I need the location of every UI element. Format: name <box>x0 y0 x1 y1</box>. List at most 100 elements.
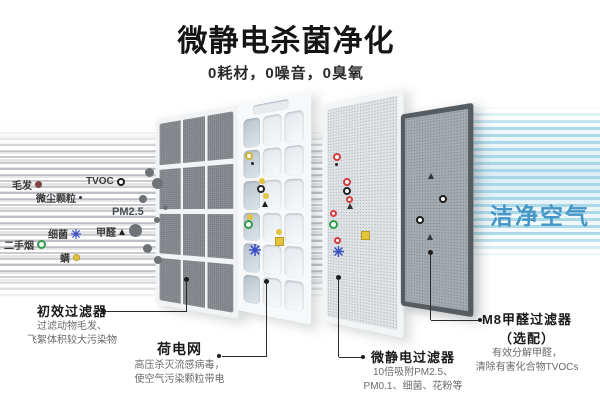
pm-ring-icon <box>343 178 351 186</box>
pm-ring-icon <box>333 153 341 161</box>
pollutant-text: 螨 <box>60 254 70 265</box>
hair-dot-icon <box>35 181 42 188</box>
dust-particle <box>139 195 147 203</box>
connector-dot <box>336 275 341 280</box>
panel-cell <box>243 116 261 148</box>
dust-particle <box>154 256 162 264</box>
filter-name: 初效过滤器 <box>36 304 107 319</box>
dust-particle <box>145 168 154 177</box>
mite-dot-icon <box>73 254 80 261</box>
mite-dot-icon <box>259 178 265 184</box>
tvoc-ring-icon <box>343 187 351 195</box>
formaldehyde-triangle-icon <box>262 201 268 207</box>
mite-dot-icon <box>263 193 269 199</box>
mite-dot-icon <box>247 214 253 220</box>
panel-cell <box>243 273 261 305</box>
pollutant-label-dust: 微尘颗粒 <box>36 190 82 205</box>
dust-dot-icon <box>335 163 338 166</box>
formaldehyde-triangle-icon <box>427 234 433 240</box>
filter-desc: 飞絮体积较大污染物 <box>27 335 117 346</box>
smoke-ring-icon <box>329 220 338 229</box>
pollutant-text: 甲醛 <box>96 228 116 239</box>
pm-ring-icon <box>330 210 337 217</box>
filter-name-optional: （选配） <box>498 331 555 346</box>
connector-line <box>222 356 267 357</box>
formaldehyde-triangle-icon <box>119 228 125 235</box>
filter-panel-charging-net <box>237 91 312 325</box>
dust-dot-icon <box>79 196 82 199</box>
filter-panel-primary <box>155 104 239 320</box>
primary-mesh-grid <box>159 111 234 313</box>
filter-name: M8甲醛过滤器 <box>481 312 573 327</box>
panel-cell <box>284 143 304 177</box>
tvoc-ring-icon <box>257 185 265 193</box>
panel-cell <box>263 146 282 178</box>
pollutant-text: PM2.5 <box>112 206 144 218</box>
tvoc-ring-icon <box>439 195 447 203</box>
filter-label-m8: M8甲醛过滤器 （选配） 有效分解甲醛， 清除有害化合物TVOCs <box>464 309 590 375</box>
dust-particle <box>163 205 168 210</box>
panel-cell <box>284 178 304 210</box>
smoke-ring-icon <box>37 240 46 249</box>
dust-particle <box>154 217 160 223</box>
pollutant-text: TVOC <box>86 176 114 187</box>
panel-cell <box>284 245 304 279</box>
formaldehyde-triangle-icon <box>347 203 353 209</box>
filter-name: 微静电过滤器 <box>370 350 455 365</box>
page-subtitle: 0耗材，0噪音，0臭氧 <box>207 65 365 82</box>
pollutant-text: 微尘颗粒 <box>36 194 76 205</box>
panel-cell <box>263 244 282 276</box>
filter-label-electrostatic: 微静电过滤器 10倍吸附PM2.5、 PM0.1、细菌、花粉等 <box>348 347 478 394</box>
panel-cell <box>284 109 304 144</box>
filter-desc: 使空气污染颗粒带电 <box>134 374 225 385</box>
connector-dot <box>428 250 433 255</box>
panel-cell <box>284 212 304 244</box>
pollen-square-icon <box>361 231 370 240</box>
dust-particle <box>129 224 142 237</box>
filter-name: 荷电网 <box>157 341 202 357</box>
mite-ring-icon <box>245 152 253 160</box>
connector-line <box>339 357 361 358</box>
charging-net-grid <box>243 109 304 313</box>
panel-cell <box>263 113 282 146</box>
formaldehyde-triangle-icon <box>428 173 434 179</box>
page-title: 微静电杀菌净化 <box>177 25 395 58</box>
filter-desc: 10倍吸附PM2.5、 <box>372 367 454 378</box>
filter-panel-m8-formaldehyde <box>400 102 474 318</box>
pollutant-label-pm25: PM2.5 <box>112 206 144 218</box>
pollutant-text: 二手烟 <box>4 241 34 252</box>
pollen-square-icon <box>275 237 284 246</box>
pollutant-label-bacteria: 细菌 <box>48 226 81 241</box>
connector-line <box>186 281 187 311</box>
connector-line <box>430 254 431 320</box>
clean-airflow-streaks <box>452 106 600 258</box>
bacteria-star-icon <box>333 246 344 257</box>
connector-dot <box>478 318 482 322</box>
dust-particle <box>152 178 163 189</box>
filter-label-primary: 初效过滤器 过滤动物毛发、 飞絮体积较大污染物 <box>2 301 142 348</box>
connector-dot <box>184 277 189 282</box>
connector-line <box>338 279 339 357</box>
filter-desc: 过滤动物毛发、 <box>37 321 107 332</box>
filter-desc: 有效分解甲醛， <box>492 348 562 359</box>
smoke-ring-icon <box>244 220 253 229</box>
bacteria-star-icon <box>71 228 81 239</box>
pollutant-label-smoke: 二手烟 <box>4 237 46 252</box>
panel-cell <box>284 279 304 313</box>
tvoc-ring-icon <box>416 216 424 224</box>
pollutant-text: 细菌 <box>48 230 68 241</box>
filter-desc: 清除有害化合物TVOCs <box>475 362 579 373</box>
pollutant-text: 毛发 <box>12 181 32 192</box>
dust-particle <box>143 244 152 253</box>
connector-dot <box>102 309 106 313</box>
mite-dot-icon <box>276 229 282 235</box>
pollutant-label-formaldehyde: 甲醛 <box>96 224 125 239</box>
pm-ring-icon <box>346 196 353 203</box>
pollutant-label-hair: 毛发 <box>12 177 42 192</box>
connector-dot <box>361 355 365 359</box>
connector-line <box>106 311 187 312</box>
filter-desc: 高压杀灭流感病毒， <box>134 360 225 371</box>
pm-ring-icon <box>334 237 341 244</box>
connector-dot <box>217 354 221 358</box>
